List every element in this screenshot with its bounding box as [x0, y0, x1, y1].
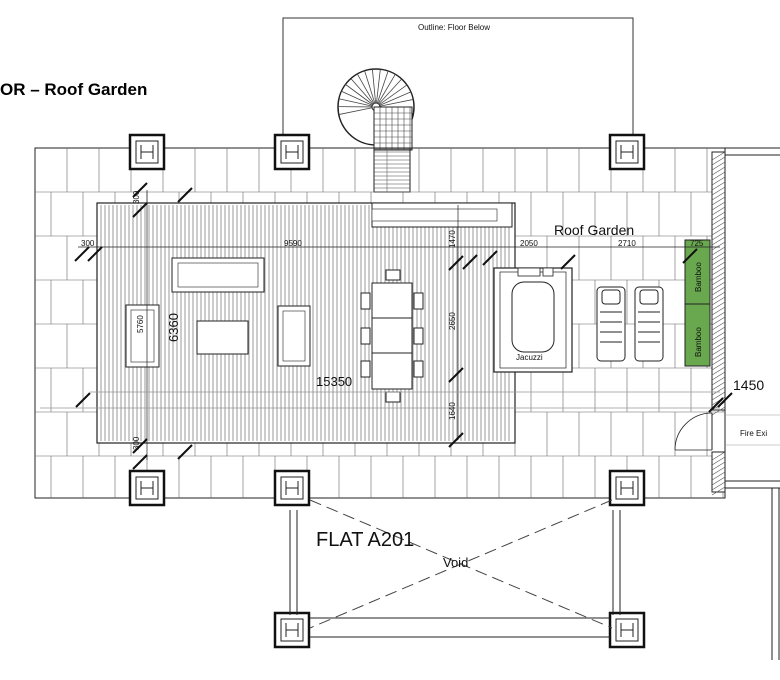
void-frame: [289, 499, 621, 638]
column-7: [273, 611, 311, 649]
dimension-tick-18: [717, 392, 733, 408]
dimension-tick-3: [132, 182, 148, 198]
plan-heading: OR – Roof Garden: [0, 80, 148, 99]
parapet-wall: [711, 147, 780, 660]
flat-label: FLAT A201: [316, 529, 414, 551]
column-1: [128, 133, 166, 171]
dim-1640: 1640: [448, 402, 457, 420]
dim-9590: 9590: [284, 239, 302, 248]
dimension-tick-8: [560, 254, 576, 270]
lounge-furniture: [125, 257, 311, 368]
dimension-tick-11: [448, 367, 464, 383]
dim-6360: 6360: [166, 313, 181, 342]
column-2: [273, 133, 311, 171]
dim-300-top: 300: [132, 190, 141, 204]
sun-loungers: [596, 286, 664, 362]
dimension-tick-13: [132, 438, 148, 454]
dimension-tick-12: [448, 432, 464, 448]
column-5: [273, 469, 311, 507]
bamboo-label-upper: Bamboo: [694, 262, 703, 292]
jacuzzi-label: Jacuzzi: [516, 353, 543, 362]
dimension-tick-5: [177, 187, 193, 203]
dim-2650: 2650: [448, 312, 457, 330]
dimension-tick-1: [74, 246, 90, 262]
dim-1470: 1470: [448, 230, 457, 248]
roof-garden-label: Roof Garden: [554, 222, 634, 238]
structural-columns: [128, 133, 646, 649]
dimension-tick-2: [87, 246, 103, 262]
column-8: [608, 611, 646, 649]
dimension-tick-17: [708, 397, 724, 413]
dimension-tick-7: [482, 250, 498, 266]
dim-5760: 5760: [136, 315, 145, 333]
dimension-lines: [40, 190, 720, 460]
dim-15350: 15350: [316, 374, 352, 389]
column-4: [128, 469, 166, 507]
jacuzzi: [493, 267, 573, 373]
dim-1450: 1450: [733, 377, 764, 393]
bamboo-planters: [684, 239, 711, 367]
void-label: Void: [443, 555, 468, 570]
dim-300-left: 300: [81, 239, 95, 248]
dim-2050: 2050: [520, 239, 538, 248]
dining-table: [360, 269, 424, 403]
spiral-stair: [337, 68, 415, 193]
dimension-tick-14: [132, 454, 148, 470]
column-6: [608, 469, 646, 507]
fire-exit-label: Fire Exi: [740, 429, 767, 438]
dimension-tick-15: [177, 444, 193, 460]
dim-2710: 2710: [618, 239, 636, 248]
floor-below-outline: [282, 17, 634, 149]
bamboo-label-lower: Bamboo: [694, 327, 703, 357]
dimension-tick-16: [75, 392, 91, 408]
outline-floor-below-label: Outline: Floor Below: [418, 23, 490, 32]
dim-300-bottom: 300: [132, 436, 141, 450]
dim-725: 725: [690, 239, 704, 248]
column-3: [608, 133, 646, 171]
dimension-tick-6: [462, 254, 478, 270]
dimension-tick-4: [132, 202, 148, 218]
dimension-tick-10: [448, 255, 464, 271]
dimension-ticks: [74, 182, 733, 470]
fire-exit-door: [674, 412, 713, 451]
dimension-tick-9: [682, 248, 698, 264]
